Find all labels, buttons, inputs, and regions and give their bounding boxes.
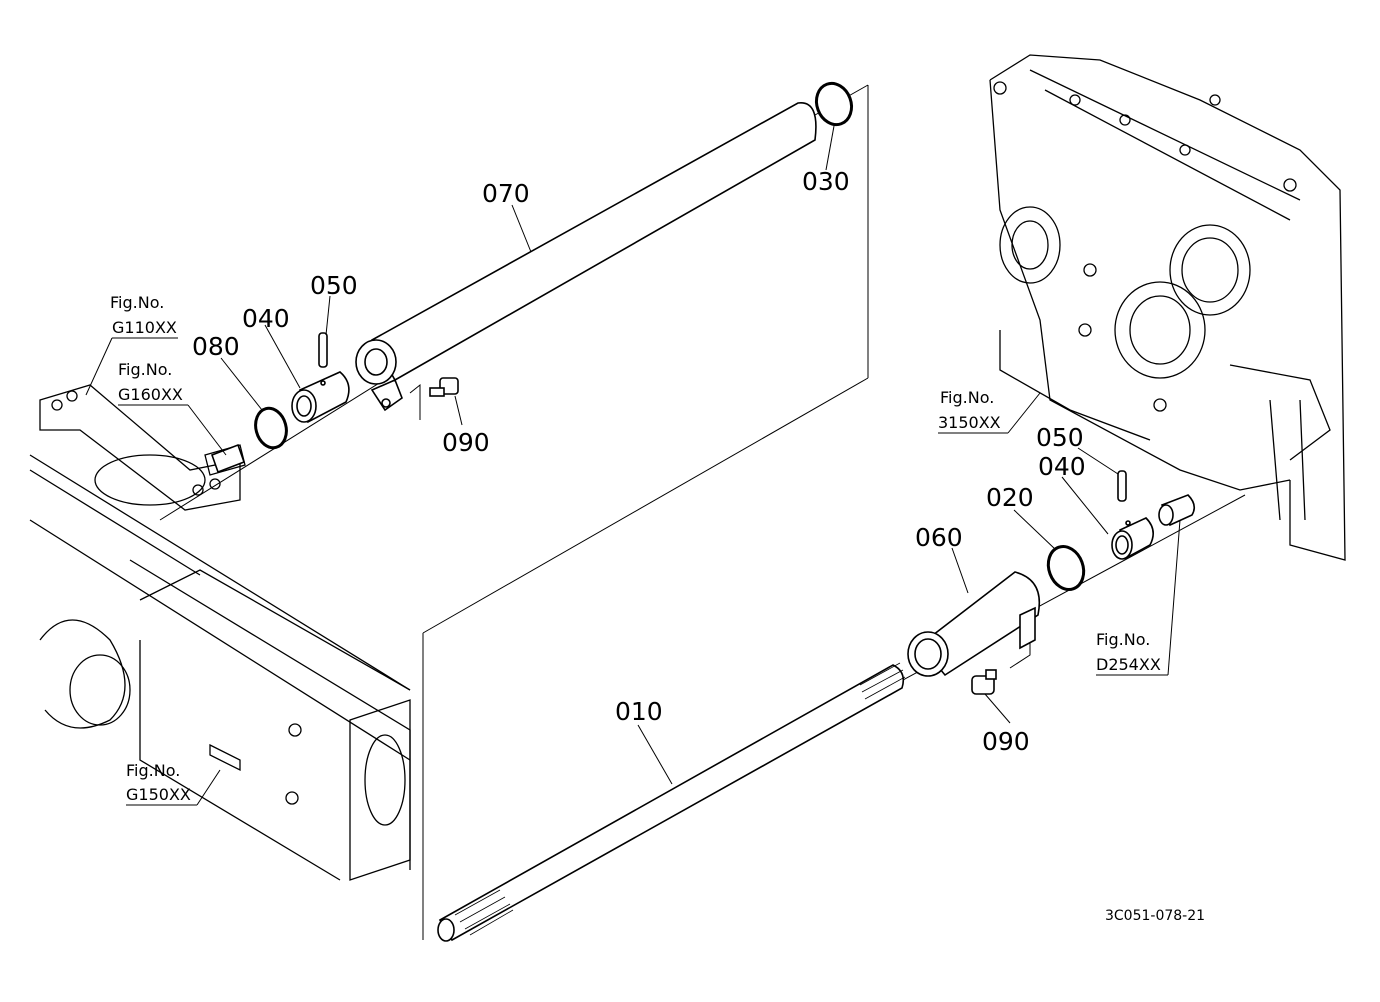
ref-g160-label: Fig.No. [118, 360, 172, 379]
tube-070 [355, 102, 817, 412]
shaft-010 [437, 662, 906, 942]
pin-050-upper [318, 332, 328, 368]
centerlines [159, 116, 1246, 926]
spline-stub-right [1158, 494, 1196, 527]
ref-d254-code: D254XX [1096, 655, 1161, 674]
o-ring-080 [254, 406, 288, 450]
part-label-050-upper: 050 [310, 271, 358, 300]
transmission-case [989, 54, 1346, 561]
ref-g150-code: G150XX [126, 785, 191, 804]
part-label-060: 060 [915, 523, 963, 552]
o-ring-030 [814, 81, 854, 127]
part-label-010: 010 [615, 697, 663, 726]
ref-3150-label: Fig.No. [940, 388, 994, 407]
part-label-020: 020 [986, 483, 1034, 512]
front-axle-housing [29, 384, 411, 881]
o-ring-020 [1046, 545, 1086, 591]
spline-stub-left [210, 443, 246, 474]
part-label-040-upper: 040 [242, 304, 290, 333]
sleeve-060 [907, 571, 1040, 677]
part-label-080: 080 [192, 332, 240, 361]
bolt-090-lower [971, 669, 997, 695]
pin-050-lower [1117, 470, 1127, 502]
leader-lines [85, 125, 1181, 806]
bolt-090-upper [429, 377, 459, 397]
part-label-070: 070 [482, 179, 530, 208]
part-label-030: 030 [802, 167, 850, 196]
part-label-050-lower: 050 [1036, 423, 1084, 452]
part-label-090-lower: 090 [982, 727, 1030, 756]
ref-g150-label: Fig.No. [126, 761, 180, 780]
bushing-040-lower [1111, 517, 1154, 560]
drawing-code: 3C051-078-21 [1105, 908, 1205, 924]
ref-g110-label: Fig.No. [110, 293, 164, 312]
bushing-040-upper [291, 371, 350, 424]
ref-d254-label: Fig.No. [1096, 630, 1150, 649]
ref-3150-code: 3150XX [938, 413, 1001, 432]
part-label-040-lower: 040 [1038, 452, 1086, 481]
ref-g160-code: G160XX [118, 385, 183, 404]
ref-g110-code: G110XX [112, 318, 177, 337]
part-label-090-upper: 090 [442, 428, 490, 457]
